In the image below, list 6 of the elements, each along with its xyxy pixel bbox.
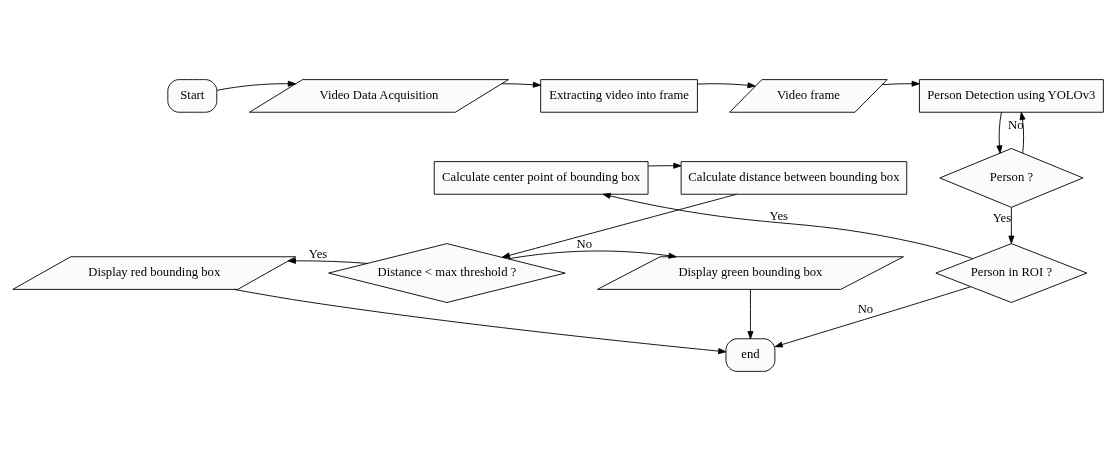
edge-label: No xyxy=(576,236,593,251)
edge-label: Yes xyxy=(308,246,328,261)
edge-label: No xyxy=(857,301,874,316)
edge-label: No xyxy=(1008,117,1024,132)
edge-label: Yes xyxy=(992,210,1012,225)
edge-label: Yes xyxy=(769,208,788,223)
